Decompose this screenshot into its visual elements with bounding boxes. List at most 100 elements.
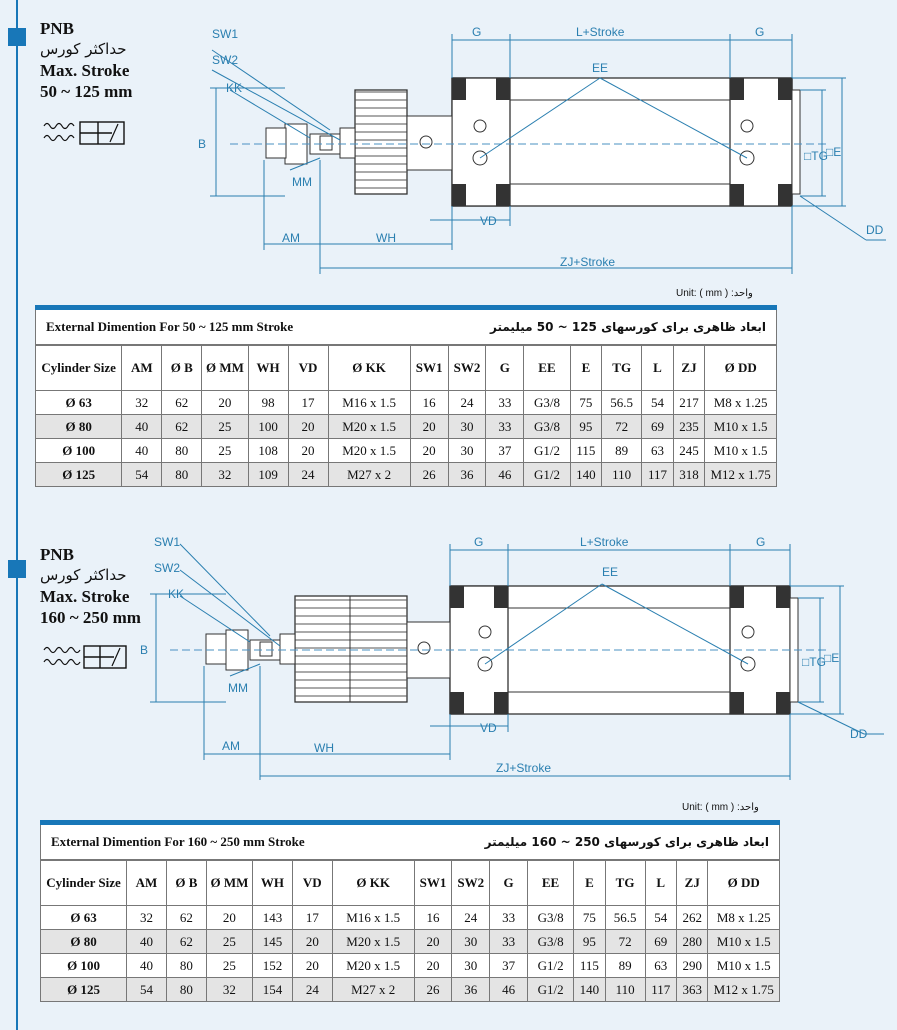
dim-g-left: G [474,535,483,549]
dim-b: B [198,137,206,151]
dim-zj: ZJ+Stroke [560,255,615,269]
side-rule [16,0,18,1030]
dim-g-right: G [756,535,765,549]
table-cell: 25 [201,438,249,463]
table-cell: M8 x 1.25 [707,905,780,930]
dim-g-right: G [755,25,764,39]
table-title-en: External Dimention For 50 ~ 125 mm Strok… [46,319,294,334]
table-cell: 80 [165,977,207,1002]
table-cell: 20 [287,438,329,463]
dim-dd: DD [866,223,884,237]
table-cell: 33 [489,905,528,930]
table-cell: 117 [641,462,674,487]
table-cell: 20 [413,929,453,954]
table-cell: 33 [489,929,528,954]
section-marker [8,28,26,46]
table-cell: 26 [409,462,449,487]
table-cell: 280 [675,929,709,954]
table-cell: 54 [641,390,674,415]
table-cell: 37 [489,953,528,978]
column-header: G [485,345,525,391]
table-cell: 140 [573,977,606,1002]
dim-dd: DD [850,727,868,741]
section-marker [8,560,26,578]
cylinder-drawing-1: G L+Stroke G EE SW1 SW2 KK B MM AM WH VD… [198,25,886,274]
table-cell: 62 [161,390,203,415]
dimension-lines [210,34,886,274]
dimension-table-1: External Dimention For 50 ~ 125 mm Strok… [34,305,777,487]
max-stroke-label: Max. Stroke [40,587,130,606]
table-cell: 80 [161,462,203,487]
table-cell: 62 [165,905,207,930]
stroke-range: 160 ~ 250 mm [40,608,141,627]
table-cell: 40 [121,438,163,463]
table-cell: 37 [485,438,525,463]
dim-g-left: G [472,25,481,39]
dim-b: B [140,643,148,657]
table-cell: 36 [451,977,491,1002]
cylinder-size-cell: Ø 80 [34,414,123,439]
table-cell: 46 [489,977,528,1002]
table-cell: 32 [121,390,163,415]
table-cell: 110 [601,462,643,487]
dim-tg: □TG [802,655,826,669]
table-cell: 89 [604,953,646,978]
table-cell: 30 [451,929,491,954]
table-cell: M12 x 1.75 [707,977,780,1002]
dim-e: □E [824,651,839,665]
column-header: SW1 [409,345,449,391]
dim-tg: □TG [804,149,828,163]
dim-am: AM [282,231,300,245]
column-header: WH [252,860,293,906]
table-cell: 40 [121,414,163,439]
table-cell: M20 x 1.5 [331,929,415,954]
column-header: SW1 [413,860,453,906]
table-cell: 98 [247,390,289,415]
table-cell: 80 [161,438,203,463]
dim-l-stroke: L+Stroke [576,25,625,39]
dim-kk: KK [168,587,184,601]
table-cell: 143 [252,905,293,930]
max-stroke-label: Max. Stroke [40,61,130,80]
table-cell: 24 [287,462,329,487]
table-cell: M20 x 1.5 [327,438,411,463]
dim-mm: MM [228,681,248,695]
column-header: EE [523,345,571,391]
table-cell: 95 [569,414,603,439]
table-cell: 54 [644,905,678,930]
table-cell: G1/2 [526,977,575,1002]
unit-note: Unit: ( mm ) :واحد [682,802,759,813]
column-header: E [573,860,606,906]
table-cell: M10 x 1.5 [707,929,780,954]
table-cell: 62 [165,929,207,954]
table-cell: 154 [252,977,293,1002]
column-header: WH [247,345,289,391]
table-cell: 108 [247,438,289,463]
dim-sw1: SW1 [212,27,238,41]
table-title: External Dimention For 160 ~ 250 mm Stro… [40,825,780,860]
table-cell: 24 [451,905,491,930]
table-cell: 290 [675,953,709,978]
dim-sw2: SW2 [212,53,238,67]
table-cell: 95 [573,929,606,954]
table-cell: 152 [252,953,293,978]
dim-ee: EE [592,61,608,75]
column-header: E [569,345,603,391]
table-cell: M8 x 1.25 [704,390,777,415]
dim-wh: WH [314,741,334,755]
model-block: PNB حداکثر کورس Max. Stroke 160 ~ 250 mm [40,544,141,628]
dim-l-stroke: L+Stroke [580,535,629,549]
table-cell: 20 [413,953,453,978]
table-cell: G3/8 [526,905,575,930]
model-name: PNB [40,19,74,38]
table-cell: 262 [675,905,709,930]
column-header: VD [291,860,333,906]
table-cell: 235 [672,414,706,439]
table-cell: M27 x 2 [331,977,415,1002]
cylinder-size-cell: Ø 63 [34,390,123,415]
cylinder-symbol [43,645,127,669]
table-title: External Dimention For 50 ~ 125 mm Strok… [35,310,777,345]
